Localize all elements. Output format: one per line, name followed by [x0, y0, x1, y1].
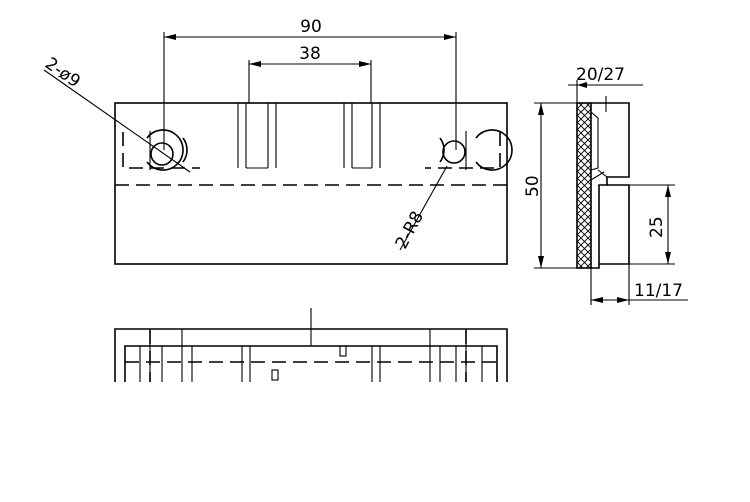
leader-line-holes [43, 69, 191, 173]
arrow [577, 82, 587, 88]
right-mounting-hole [439, 129, 513, 171]
arrow [538, 256, 544, 268]
dimension-label-38: 38 [299, 44, 321, 64]
side-view-lower [599, 184, 630, 265]
arrow [164, 34, 176, 40]
dimension-label-thickness: 20/27 [576, 65, 625, 85]
arrow [444, 34, 456, 40]
dimension-label-radius: 2-R8 [392, 208, 428, 252]
arrow [617, 297, 629, 303]
side-view: 20/27 50 25 11/17 [523, 65, 688, 305]
top-view-details [125, 329, 497, 382]
arrow [665, 252, 671, 264]
dimension-label-offset: 11/17 [634, 281, 683, 301]
side-view-outline [591, 102, 630, 269]
front-view-outline [114, 102, 508, 265]
dimension-label-holes: 2-ø9 [41, 54, 84, 92]
top-view-outline [114, 328, 508, 382]
arrow [538, 103, 544, 115]
left-mounting-hole [146, 129, 188, 171]
dimension-label-90: 90 [300, 17, 322, 37]
arrow [359, 61, 371, 67]
arrow [665, 185, 671, 197]
hidden-cavity-left [122, 132, 200, 169]
leader-line-radius [399, 165, 448, 251]
dimension-label-height: 50 [523, 175, 543, 197]
hatched-section [576, 102, 592, 269]
hidden-cavity-right [425, 132, 501, 169]
front-view: 90 38 2-ø9 2-R8 [41, 17, 513, 265]
dimension-label-lower-height: 25 [647, 216, 667, 238]
slot-group [237, 103, 381, 169]
top-view [114, 308, 508, 382]
arrow [591, 297, 603, 303]
arrow [249, 61, 261, 67]
